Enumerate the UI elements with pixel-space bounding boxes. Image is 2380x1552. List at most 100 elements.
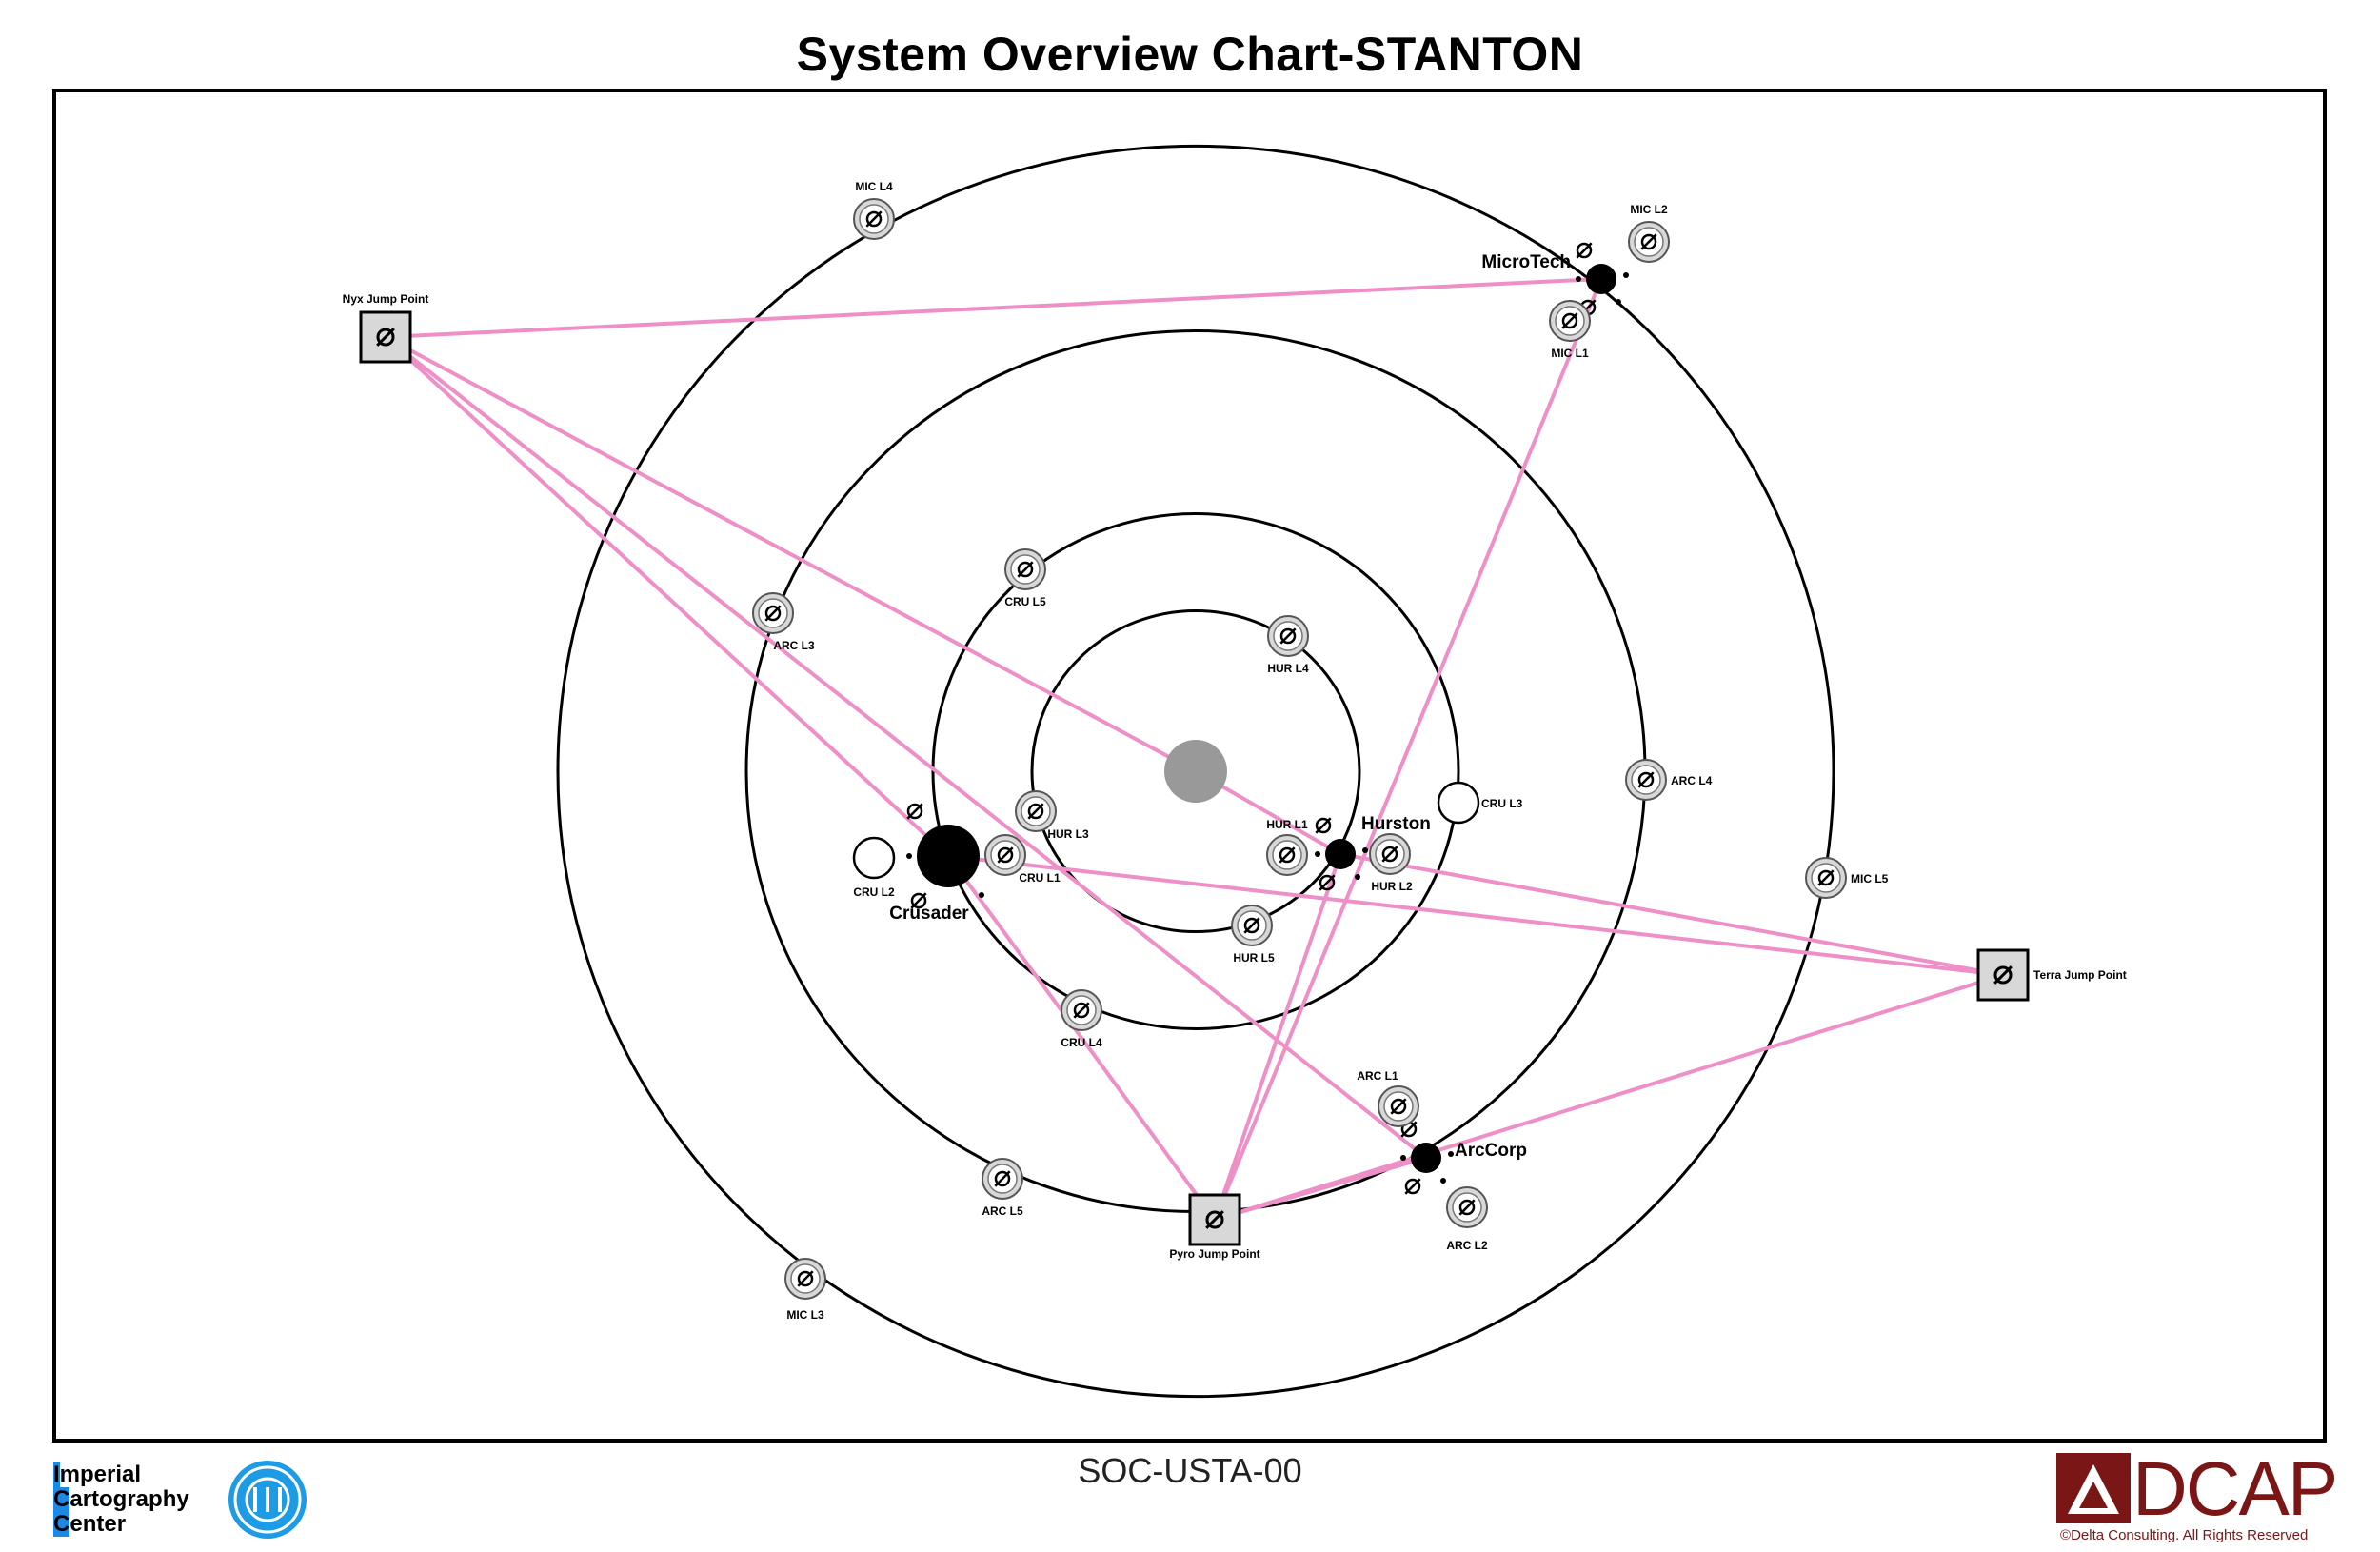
microtech-orbit <box>556 144 1835 1399</box>
route-terra-crusader <box>947 854 2004 977</box>
lagrange-cru-l3[interactable]: CRU L3 <box>1437 781 1523 825</box>
jump-point-pyro[interactable]: Pyro Jump Point <box>1169 1193 1260 1261</box>
beacon-ring-icon <box>1027 803 1044 820</box>
lagrange-cru-l5[interactable]: CRU L5 <box>1004 548 1046 608</box>
planet-microtech[interactable]: MicroTech <box>1481 242 1629 316</box>
orbit-rings <box>556 144 1835 1399</box>
planet-disc-icon <box>1411 1143 1441 1173</box>
beacon-slash-icon <box>1315 817 1332 834</box>
beacon-slash-icon <box>1390 1098 1407 1115</box>
icc-line-2: Cartography <box>53 1486 189 1512</box>
lagrange-hur-l3[interactable]: HUR L3 <box>1015 790 1089 841</box>
planet-crusader[interactable]: Crusader <box>889 803 992 924</box>
lagrange-hur-l5[interactable]: HUR L5 <box>1231 905 1275 965</box>
moon-dot-icon <box>1315 851 1320 857</box>
dcap-logo: DCAP ©Delta Consulting. All Rights Reser… <box>2056 1446 2338 1546</box>
lagrange-hur-l1[interactable]: HUR L1 <box>1266 818 1308 876</box>
beacon-ring-icon <box>797 1270 814 1287</box>
lagrange-label: CRU L3 <box>1481 797 1523 810</box>
beacon-slash-icon <box>376 328 395 347</box>
jump-point-label: Nyx Jump Point <box>343 292 429 306</box>
moon-dot-icon <box>1448 1151 1454 1157</box>
planet-label: Hurston <box>1361 814 1431 834</box>
lagrange-label: MIC L4 <box>855 180 893 193</box>
beacon-slash-icon <box>1243 917 1260 934</box>
moon-dot-icon <box>1440 1178 1446 1184</box>
beacon-ring-icon <box>1576 242 1593 259</box>
planet-arccorp[interactable]: ArcCorp <box>1400 1121 1527 1195</box>
lagrange-label: CRU L2 <box>853 885 895 899</box>
moon-dot-icon <box>1400 1155 1406 1161</box>
route-pyro-crusader <box>946 854 1217 1222</box>
beacon-ring-icon <box>1073 1002 1090 1019</box>
beacon-slash-icon <box>1279 846 1296 864</box>
lagrange-cru-l4[interactable]: CRU L4 <box>1061 989 1102 1049</box>
beacon-ring-icon <box>1390 1098 1407 1115</box>
route-terra-hurston <box>1339 852 2004 977</box>
beacon-ring-icon <box>1637 771 1655 788</box>
lagrange-label: ARC L3 <box>773 639 815 652</box>
lagrange-label: ARC L4 <box>1671 774 1713 787</box>
lagrange-mic-l3[interactable]: MIC L3 <box>784 1258 826 1322</box>
beacon-ring-icon <box>1993 965 2013 985</box>
copyright-icon: © <box>2060 1527 2072 1543</box>
route-terra-pyro <box>1214 973 2004 1222</box>
beacon-slash-icon <box>1404 1178 1421 1195</box>
icc-seal-icon <box>228 1461 307 1539</box>
lagrange-hur-l2[interactable]: HUR L2 <box>1369 833 1413 893</box>
lagrange-label: HUR L1 <box>1266 818 1308 831</box>
beacon-slash-icon <box>1279 627 1297 645</box>
jump-point-label: Terra Jump Point <box>2033 968 2127 982</box>
lagrange-label: ARC L5 <box>982 1204 1023 1218</box>
beacon-slash-icon <box>1400 1121 1418 1138</box>
hurston-orbit <box>1030 608 1361 934</box>
route-nyx-arccorp <box>384 335 1428 1160</box>
delta-triangle-icon <box>2056 1453 2131 1523</box>
beacon-ring-icon <box>1381 846 1398 863</box>
beacon-slash-icon <box>994 1170 1011 1187</box>
lagrange-arc-l4[interactable]: ARC L4 <box>1625 759 1713 801</box>
lagrange-arc-l2[interactable]: ARC L2 <box>1446 1186 1488 1252</box>
beacon-slash-icon <box>906 803 923 820</box>
beacon-ring-icon <box>1404 1178 1421 1195</box>
beacon-slash-icon <box>1576 242 1593 259</box>
lagrange-mic-l2[interactable]: MIC L2 <box>1628 203 1670 263</box>
lagrange-arc-l5[interactable]: ARC L5 <box>982 1158 1023 1218</box>
beacon-slash-icon <box>1319 874 1336 891</box>
lagrange-label: CRU L4 <box>1061 1036 1102 1049</box>
moon-dot-icon <box>979 892 984 898</box>
beacon-ring-icon <box>1017 561 1034 578</box>
lagrange-mic-l4[interactable]: MIC L4 <box>853 180 895 240</box>
jump-point-nyx[interactable]: Nyx Jump Point <box>343 292 429 364</box>
beacon-slash-icon <box>910 892 927 909</box>
lagrange-label: CRU L5 <box>1004 595 1046 608</box>
lagrange-arc-l1[interactable]: ARC L1 <box>1357 1069 1419 1127</box>
star-stanton[interactable] <box>1164 740 1227 803</box>
beacon-slash-icon <box>797 1270 814 1287</box>
planet-label: Crusader <box>889 904 969 924</box>
beacon-ring-icon <box>1279 846 1296 864</box>
route-pyro-hurston <box>1213 853 1342 1221</box>
lagrange-mic-l1[interactable]: MIC L1 <box>1549 300 1591 360</box>
beacon-ring-icon <box>1817 869 1835 886</box>
empty-marker-icon <box>1437 781 1480 825</box>
beacon-ring-icon <box>1243 917 1260 934</box>
jump-point-terra[interactable]: Terra Jump Point <box>1976 948 2127 1002</box>
planet-label: ArcCorp <box>1455 1141 1527 1161</box>
lagrange-label: ARC L1 <box>1357 1069 1398 1083</box>
route-nyx-star <box>385 335 1197 773</box>
lagrange-label: HUR L2 <box>1371 880 1413 893</box>
beacon-ring-icon <box>764 605 782 622</box>
beacon-ring-icon <box>1458 1199 1476 1216</box>
navigation-markers: HUR L1 HUR L2 HUR L3 HUR L4 HUR L5 CRU L1 CRU … <box>343 180 2127 1322</box>
lagrange-mic-l5[interactable]: MIC L5 <box>1805 857 1889 899</box>
lagrange-arc-l3[interactable]: ARC L3 <box>752 592 815 652</box>
planet-disc-icon <box>1325 839 1356 869</box>
chart-title: System Overview Chart-STANTON <box>796 28 1584 81</box>
lagrange-label: MIC L2 <box>1630 203 1668 216</box>
planet-hurston[interactable]: Hurston <box>1315 814 1431 891</box>
lagrange-hur-l4[interactable]: HUR L4 <box>1267 615 1309 675</box>
lagrange-cru-l2[interactable]: CRU L2 <box>852 836 896 899</box>
lagrange-cru-l1[interactable]: CRU L1 <box>984 834 1061 885</box>
document-code: SOC-USTA-00 <box>1078 1451 1302 1490</box>
